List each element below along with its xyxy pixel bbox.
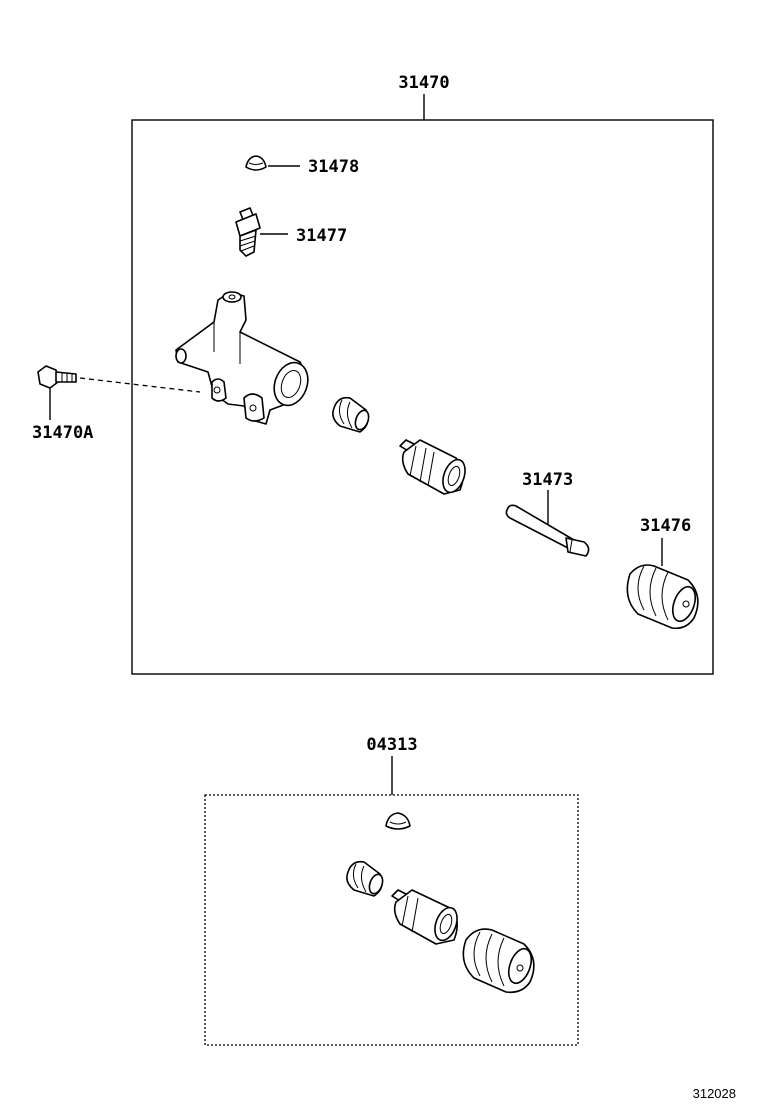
bleeder-plug-31477[interactable]: 31477 [235, 207, 347, 257]
assembly-04313: 04313 [204, 735, 579, 1046]
kit-bleeder-cap[interactable] [385, 812, 411, 830]
assembly-31470: 31470 31478 31477 [32, 73, 714, 675]
label-04313[interactable]: 04313 [366, 735, 417, 755]
assembly-box-31470 [131, 119, 714, 675]
piston-cup[interactable] [332, 396, 371, 433]
kit-piston[interactable] [391, 889, 461, 945]
boot-31476[interactable]: 31476 [626, 516, 699, 630]
kit-boot[interactable] [462, 928, 535, 994]
label-31477[interactable]: 31477 [296, 226, 347, 246]
cylinder-body[interactable] [175, 291, 314, 425]
kit-piston-cup[interactable] [346, 860, 385, 897]
figure-reference: 312028 [693, 1086, 736, 1101]
label-31478[interactable]: 31478 [308, 157, 359, 177]
bolt-31470A[interactable]: 31470A [32, 365, 201, 443]
label-31470[interactable]: 31470 [398, 73, 449, 93]
label-31473[interactable]: 31473 [522, 470, 573, 490]
bleeder-cap-31478[interactable]: 31478 [245, 155, 359, 177]
push-rod-31473[interactable]: 31473 [505, 470, 590, 557]
label-31476[interactable]: 31476 [640, 516, 691, 536]
assembly-box-04313 [204, 794, 579, 1046]
piston[interactable] [399, 439, 469, 495]
label-31470A[interactable]: 31470A [32, 423, 93, 443]
